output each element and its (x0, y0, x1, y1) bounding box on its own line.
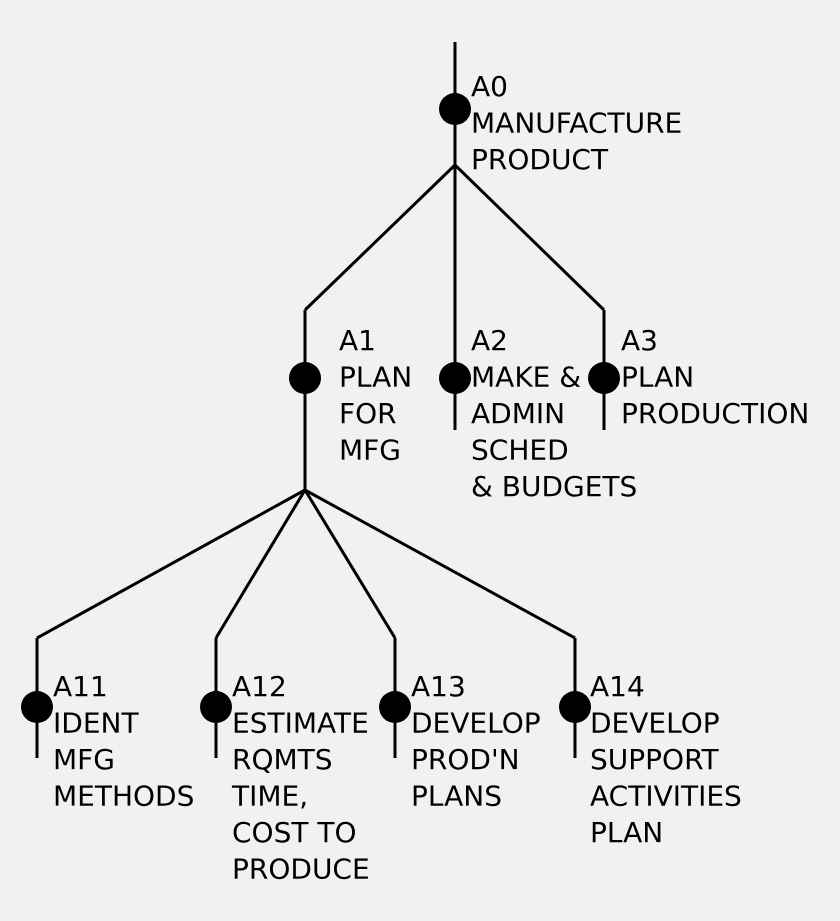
node-label-line: SCHED (471, 434, 569, 467)
node-marker (289, 362, 321, 394)
node-marker (588, 362, 620, 394)
node-label-line: PROD'N (411, 743, 520, 776)
node-id: A0 (471, 70, 508, 103)
node-label-line: MFG (53, 743, 115, 776)
node-marker (439, 93, 471, 125)
node-label-line: FOR (339, 397, 397, 430)
node-label-line: MANUFACTURE (471, 107, 682, 140)
edge-a1-a12 (214, 489, 307, 639)
node-label-line: & BUDGETS (471, 470, 637, 503)
node-label-line: METHODS (53, 780, 194, 813)
node-label-line: PLAN (621, 361, 694, 394)
node-id: A3 (621, 324, 658, 357)
node-label-line: RQMTS (232, 743, 333, 776)
node-label-line: ESTIMATE (232, 707, 369, 740)
node-label-line: PRODUCTION (621, 397, 809, 430)
node-id: A11 (53, 670, 108, 703)
node-label-line: ACTIVITIES (590, 780, 742, 813)
edge-a0-a3 (453, 163, 606, 312)
node-label-line: MAKE & (471, 361, 581, 394)
node-label-line: MFG (339, 434, 401, 467)
node-id: A1 (339, 324, 376, 357)
node-label-line: DEVELOP (411, 707, 541, 740)
node-label-line: TIME, (231, 780, 308, 813)
node-id: A14 (590, 670, 645, 703)
node-label-line: SUPPORT (590, 743, 719, 776)
node-id: A13 (411, 670, 466, 703)
node-marker (559, 691, 591, 723)
edge-a0-a1 (303, 163, 457, 312)
node-label-line: PLAN (590, 816, 663, 849)
edge-a1-a13 (303, 489, 397, 639)
node-label-line: ADMIN (471, 397, 565, 430)
node-marker (200, 691, 232, 723)
node-label-line: PLANS (411, 780, 502, 813)
node-label-line: PRODUCE (232, 853, 370, 886)
node-label-line: COST TO (232, 816, 357, 849)
node-marker (439, 362, 471, 394)
node-label-line: DEVELOP (590, 707, 720, 740)
node-label-line: IDENT (53, 707, 139, 740)
node-id: A2 (471, 324, 508, 357)
node-marker (21, 691, 53, 723)
node-id: A12 (232, 670, 287, 703)
node-label-line: PRODUCT (471, 143, 609, 176)
node-label-line: PLAN (339, 361, 412, 394)
edge-a1-a14 (304, 488, 576, 640)
edge-a1-a11 (36, 488, 306, 640)
node-marker (379, 691, 411, 723)
edges-layer (36, 163, 606, 640)
